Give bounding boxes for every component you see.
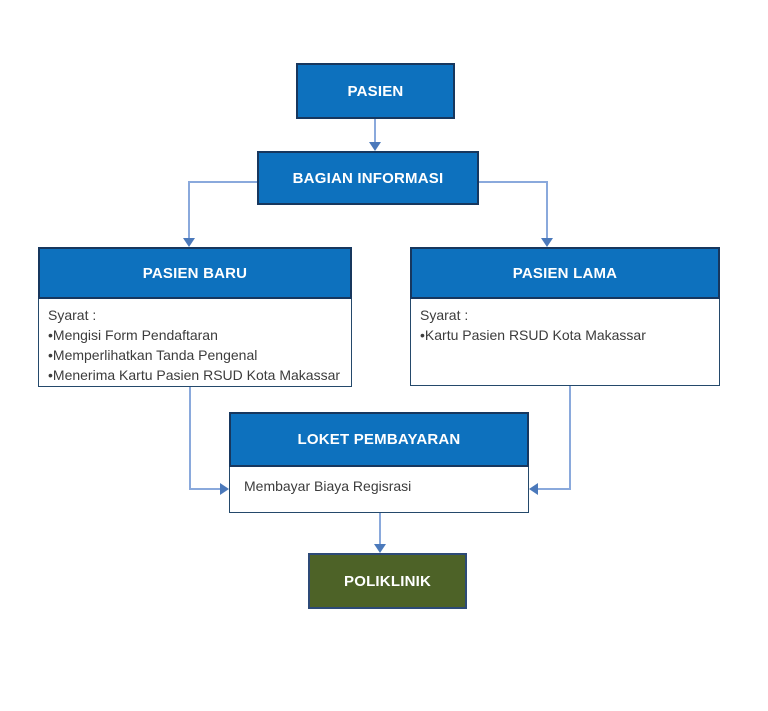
pasien-lama-body: Syarat : •Kartu Pasien RSUD Kota Makassa… — [410, 299, 720, 386]
pasien-baru-header: PASIEN BARU — [38, 247, 352, 299]
pasien-lama-line: •Kartu Pasien RSUD Kota Makassar — [420, 327, 646, 343]
connector-pasien-informasi — [374, 119, 376, 143]
pasien-baru-label: PASIEN BARU — [142, 264, 248, 282]
connector-informasi-lama-horizontal — [479, 181, 548, 183]
pasien-baru-line: •Menerima Kartu Pasien RSUD Kota Makassa… — [48, 367, 341, 383]
poliklinik-node: POLIKLINIK — [308, 553, 467, 609]
arrowhead-into-loket-left — [220, 483, 229, 495]
connector-loket-poliklinik — [379, 513, 381, 545]
pasien-lama-node: PASIEN LAMA Syarat : •Kartu Pasien RSUD … — [410, 247, 720, 386]
connector-informasi-baru-vertical — [188, 181, 190, 238]
connector-baru-loket-vertical — [189, 387, 191, 490]
loket-pembayaran-header: LOKET PEMBAYARAN — [229, 412, 529, 467]
pasien-baru-node: PASIEN BARU Syarat : •Mengisi Form Penda… — [38, 247, 352, 387]
connector-baru-loket-horizontal — [189, 488, 220, 490]
poliklinik-label: POLIKLINIK — [344, 572, 431, 590]
pasien-baru-line: Syarat : — [48, 307, 97, 323]
pasien-lama-line: Syarat : — [420, 307, 469, 323]
pasien-baru-body: Syarat : •Mengisi Form Pendaftaran •Memp… — [38, 299, 352, 387]
bagian-informasi-label: BAGIAN INFORMASI — [292, 169, 444, 187]
pasien-baru-line: •Mengisi Form Pendaftaran — [48, 327, 218, 343]
loket-pembayaran-label: LOKET PEMBAYARAN — [297, 431, 461, 448]
arrowhead-into-informasi — [369, 142, 381, 151]
arrowhead-into-loket-right — [529, 483, 538, 495]
connector-informasi-baru-horizontal — [188, 181, 257, 183]
pasien-lama-label: PASIEN LAMA — [512, 264, 618, 282]
connector-informasi-lama-vertical — [546, 181, 548, 238]
pasien-label: PASIEN — [347, 82, 404, 100]
pasien-lama-header: PASIEN LAMA — [410, 247, 720, 299]
loket-pembayaran-line: Membayar Biaya Regisrasi — [244, 478, 412, 494]
arrowhead-into-poliklinik — [374, 544, 386, 553]
pasien-node: PASIEN — [296, 63, 455, 119]
connector-lama-loket-vertical — [569, 386, 571, 490]
bagian-informasi-node: BAGIAN INFORMASI — [257, 151, 479, 205]
connector-lama-loket-horizontal — [538, 488, 571, 490]
arrowhead-into-pasien-lama — [541, 238, 553, 247]
pasien-baru-line: •Memperlihatkan Tanda Pengenal — [48, 347, 258, 363]
arrowhead-into-pasien-baru — [183, 238, 195, 247]
loket-pembayaran-node: LOKET PEMBAYARAN Membayar Biaya Regisras… — [229, 412, 529, 513]
loket-pembayaran-body: Membayar Biaya Regisrasi — [229, 467, 529, 513]
